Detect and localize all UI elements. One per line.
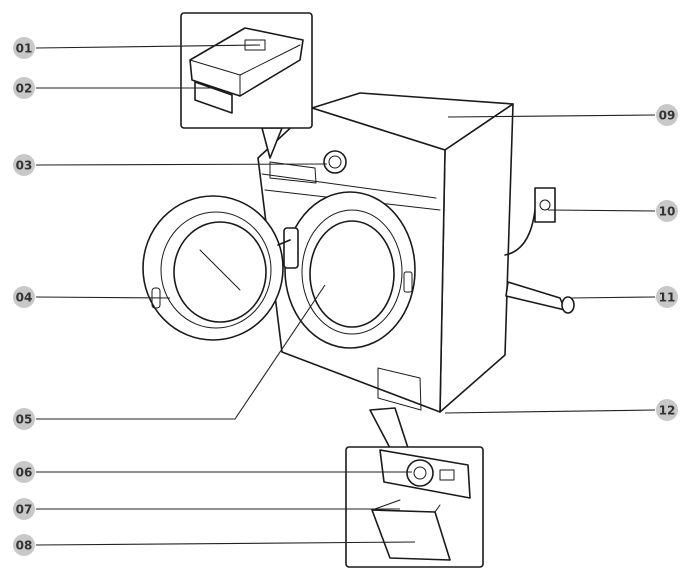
badge-01: 01 <box>13 37 35 59</box>
label-08: 08 <box>16 539 33 553</box>
filter-callout <box>345 407 484 568</box>
label-01: 01 <box>16 42 33 56</box>
callout-bottom-pointer <box>369 407 409 449</box>
badge-12: 12 <box>656 399 678 421</box>
badge-02: 02 <box>13 77 35 99</box>
badge-10: 10 <box>656 200 678 222</box>
label-07: 07 <box>16 503 33 517</box>
label-02: 02 <box>16 82 33 96</box>
power-cord <box>504 187 556 256</box>
label-06: 06 <box>16 466 33 480</box>
drum <box>309 220 395 328</box>
leader-lines <box>35 44 656 546</box>
label-11: 11 <box>659 291 676 305</box>
badge-07: 07 <box>13 498 35 520</box>
power-outlet <box>534 187 556 223</box>
badge-05: 05 <box>13 408 35 430</box>
label-12: 12 <box>659 404 676 418</box>
badge-08: 08 <box>13 534 35 556</box>
door-glass <box>173 221 267 323</box>
door <box>142 195 291 341</box>
filter-cover-outline <box>377 367 422 411</box>
label-04: 04 <box>16 291 33 305</box>
badge-11: 11 <box>656 286 678 308</box>
machine-side <box>439 103 514 413</box>
label-10: 10 <box>659 205 676 219</box>
debris-filter <box>406 459 434 487</box>
label-03: 03 <box>16 159 33 173</box>
washing-machine <box>257 92 514 413</box>
detergent-drawer <box>189 27 304 97</box>
badge-06: 06 <box>13 461 35 483</box>
label-05: 05 <box>16 413 33 427</box>
badge-03: 03 <box>13 154 35 176</box>
badge-09: 09 <box>656 104 678 126</box>
badge-04: 04 <box>13 286 35 308</box>
detergent-drawer-callout <box>180 12 313 159</box>
label-09: 09 <box>659 109 676 123</box>
drain-hose <box>505 281 575 314</box>
program-dial <box>323 150 347 174</box>
